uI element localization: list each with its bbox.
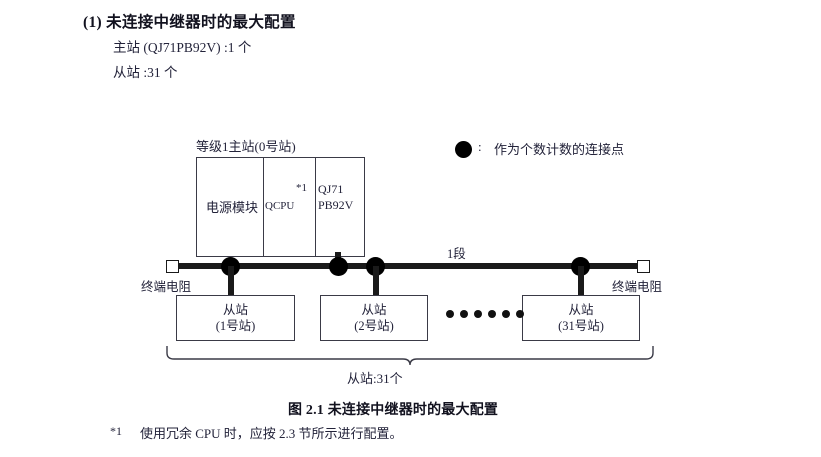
legend-colon: : (478, 139, 482, 154)
master-rack-box (196, 157, 365, 257)
slave-box-31-name: 从站 (568, 303, 594, 317)
power-supply-module-label: 电源模块 (205, 200, 258, 215)
ellipsis-dot (446, 310, 454, 318)
master-station-label: 等级1主站(0号站) (196, 139, 296, 154)
terminator-left-icon (166, 260, 179, 273)
ellipsis-dot (474, 310, 482, 318)
drop-line-slave-31 (578, 266, 584, 296)
slave-range-brace (166, 346, 654, 366)
slave-box-2-station: (2号站) (354, 319, 394, 333)
terminator-left-label: 终端电阻 (141, 280, 192, 294)
profibus-trunk-line (176, 263, 641, 269)
figure-caption: 图 2.1 未连接中继器时的最大配置 (288, 403, 499, 418)
legend-label: 作为个数计数的连接点 (494, 142, 625, 157)
slave-station-box-1: 从站 (1号站) (176, 295, 295, 341)
slave-box-2-name: 从站 (361, 303, 387, 317)
terminator-right-label: 终端电阻 (612, 280, 663, 294)
rack-divider-2 (315, 157, 316, 257)
drop-line-slave-1 (228, 266, 234, 296)
section-heading: (1) 未连接中继器时的最大配置 (83, 14, 296, 31)
rack-divider-1 (263, 157, 264, 257)
qcpu-footnote-mark: *1 (296, 182, 307, 194)
slave-box-1-name: 从站 (222, 303, 248, 317)
slave-box-1-station: (1号站) (215, 319, 256, 333)
qcpu-module-label: QCPU (265, 200, 295, 212)
ellipsis-dot (488, 310, 496, 318)
connection-node-master (329, 257, 348, 276)
ellipsis-dot (516, 310, 524, 318)
slave-station-box-31: 从站 (31号站) (522, 295, 640, 341)
brace-label: 从站:31个 (347, 371, 403, 386)
ellipsis-dots-icon (446, 310, 524, 318)
slave-station-box-2: 从站 (2号站) (320, 295, 428, 341)
footnote-text: 使用冗余 CPU 时，应按 2.3 节所示进行配置。 (140, 426, 403, 441)
segment-label: 1段 (447, 247, 466, 261)
slave-box-31-station: (31号站) (558, 319, 604, 333)
footnote-mark: *1 (110, 424, 122, 438)
legend-filled-circle-icon (455, 141, 472, 158)
terminator-right-icon (637, 260, 650, 273)
slave-count-line: 从站 :31 个 (113, 65, 178, 80)
drop-line-slave-2 (373, 266, 379, 296)
network-module-label-line2: PB92V (318, 198, 354, 212)
ellipsis-dot (460, 310, 468, 318)
master-count-line: 主站 (QJ71PB92V) :1 个 (113, 40, 252, 55)
network-module-label-line1: QJ71 (318, 182, 344, 196)
ellipsis-dot (502, 310, 510, 318)
